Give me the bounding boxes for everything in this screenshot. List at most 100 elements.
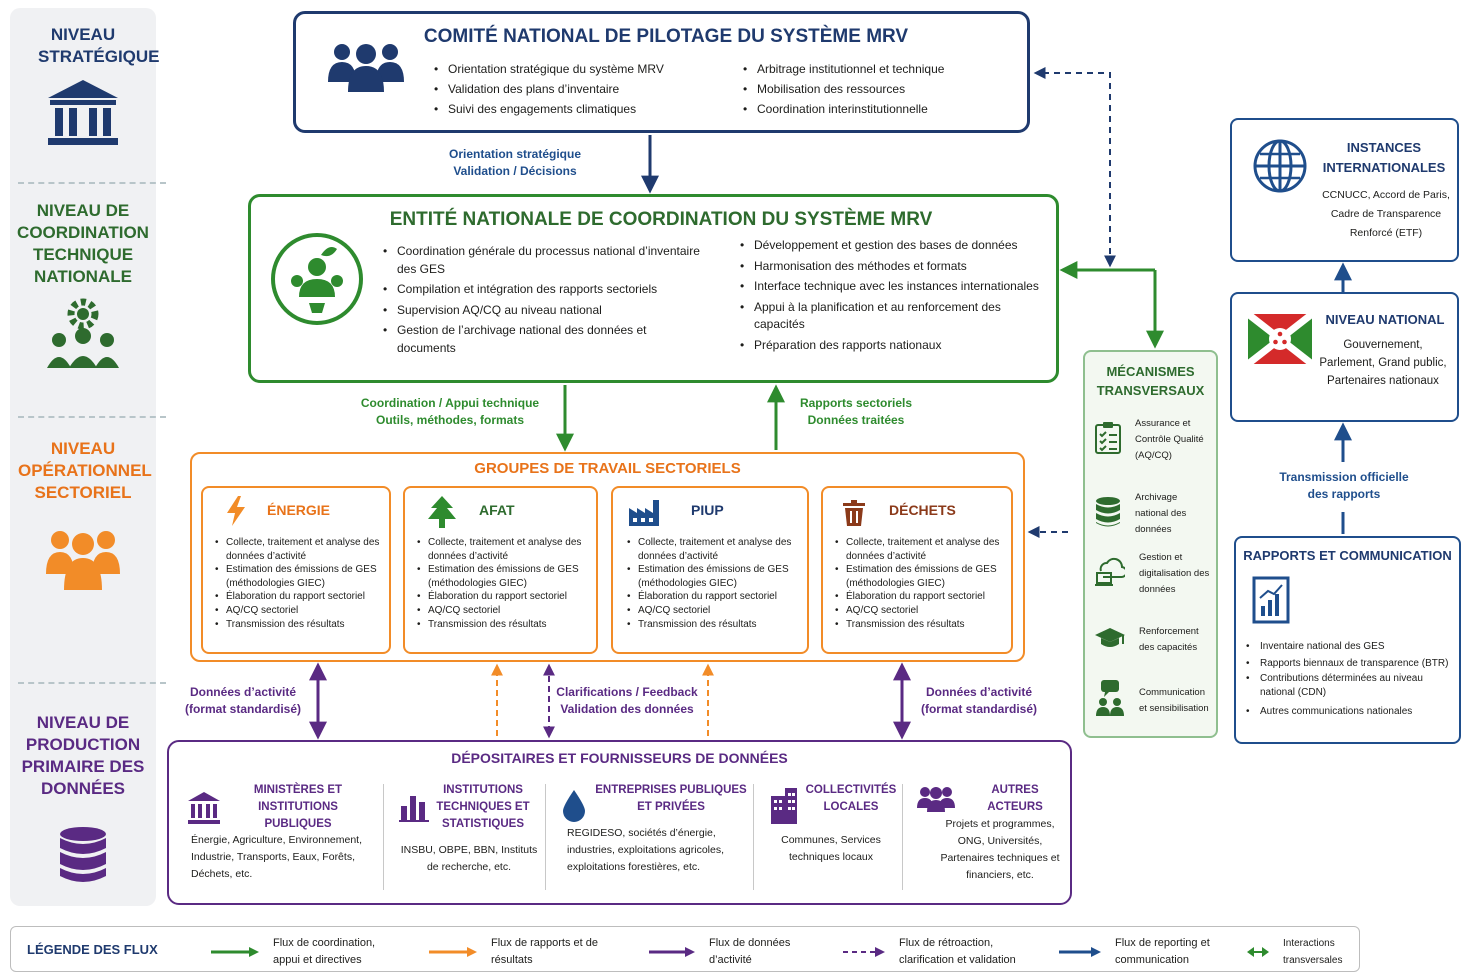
legend-arrow-icon [1059, 947, 1101, 957]
graduation-cap-icon [1095, 626, 1125, 655]
legend-label: Interactions transversales [1283, 938, 1343, 966]
flow-label-line: Outils, méthodes, formats [375, 413, 525, 427]
list-item: Collecte, traitement et analyse des donn… [835, 536, 1011, 563]
provider-name: INSTITUTIONS TECHNIQUES ET STATISTIQUES [436, 784, 530, 830]
list-item: Préparation des rapports nationaux [740, 337, 1040, 355]
sector-list: Collecte, traitement et analyse des donn… [215, 536, 389, 631]
provider-text: INSBU, OBPE, BBN, Instituts de recherche… [400, 844, 538, 873]
divider [902, 784, 903, 890]
list-item: Élaboration du rapport sectoriel [215, 590, 389, 604]
sector-card-energie: ÉNERGIE Collecte, traitement et analyse … [201, 486, 391, 654]
divider [753, 784, 754, 890]
list-item: Interface technique avec les instances i… [740, 278, 1040, 296]
sector-card-dechets: DÉCHETS Collecte, traitement et analyse … [821, 486, 1013, 654]
mecanismes-box: MÉCANISMES TRANSVERSAUX Assurance et Con… [1083, 350, 1218, 738]
list-item: Gestion de l’archivage national des donn… [383, 322, 703, 357]
bar-chart-icon [399, 792, 429, 827]
sector-name: ÉNERGIE [267, 502, 331, 518]
flow-coordination-label: Coordination / Appui technique Outils, m… [340, 395, 560, 429]
list-item: Développement et gestion des bases de do… [740, 237, 1040, 255]
mech-label: Gestion et digitalisation des données [1139, 552, 1210, 595]
list-item: Transmission des résultats [627, 618, 807, 632]
list-item: Compilation et intégration des rapports … [383, 281, 703, 299]
mech-item-archivage: Archivage national des données [1095, 490, 1211, 538]
list-item: Appui à la planification et au renforcem… [740, 299, 1040, 334]
level-strategique-label: NIVEAU STRATÉGIQUE [38, 25, 160, 66]
list-item: Mobilisation des ressources [743, 79, 944, 99]
mech-item-aqcq: Assurance et Contrôle Qualité (AQ/CQ) [1095, 416, 1211, 464]
rapports-box: RAPPORTS ET COMMUNICATION Inventaire nat… [1234, 536, 1461, 744]
legend-box: LÉGENDE DES FLUX Flux de coordination, a… [10, 926, 1360, 972]
legend-label: Flux de coordination, appui et directive… [273, 937, 376, 966]
depositaires-title: DÉPOSITAIRES ET FOURNISSEURS DE DONNÉES [451, 750, 788, 766]
level-production-label: NIVEAU DE PRODUCTION PRIMAIRE DES DONNÉE… [21, 713, 145, 798]
sector-list: Collecte, traitement et analyse des donn… [835, 536, 1011, 631]
international-text: CCNUCC, Accord de Paris, Cadre de Transp… [1322, 189, 1450, 239]
legend-arrow-icon [649, 947, 695, 957]
mecanismes-title: MÉCANISMES TRANSVERSAUX [1096, 364, 1205, 398]
level-divider [18, 682, 166, 684]
provider-autres: AUTRES ACTEURS Projets et programmes, ON… [909, 782, 1069, 932]
list-item: Coordination générale du processus natio… [383, 243, 703, 278]
provider-text: REGIDESO, sociétés d’énergie, industries… [567, 827, 724, 873]
tree-icon [427, 496, 457, 533]
report-chart-icon [1252, 576, 1292, 629]
coordination-person-icon [269, 231, 365, 332]
provider-ministeres: MINISTÈRES ET INSTITUTIONS PUBLIQUES Éne… [183, 782, 381, 932]
rapports-list: Inventaire national des GES Rapports bie… [1246, 638, 1460, 720]
list-item: AQ/CQ sectoriel [835, 604, 1011, 618]
list-item: Élaboration du rapport sectoriel [417, 590, 597, 604]
mech-item-communication: Communication et sensibilisation [1095, 680, 1211, 721]
flow-transmission-label: Transmission officielle des rapports [1264, 469, 1424, 503]
international-box: INSTANCES INTERNATIONALES CCNUCC, Accord… [1230, 118, 1459, 262]
flow-label-line: Transmission officielle [1279, 470, 1409, 484]
level-divider [18, 182, 166, 184]
lightning-icon [225, 496, 247, 531]
legend-item-rapports: Flux de rapports et de résultats [429, 935, 601, 969]
list-item: Validation des plans d’inventaire [434, 79, 664, 99]
database-icon [1095, 496, 1121, 533]
flow-label-line: Données traitées [807, 413, 905, 427]
legend-arrow-icon [429, 947, 477, 957]
flow-label-line: Rapports sectoriels [799, 396, 913, 410]
list-item: Suivi des engagements climatiques [434, 99, 664, 119]
list-item: Estimation des émissions de GES (méthodo… [215, 563, 389, 590]
team-icon [328, 42, 404, 97]
list-item: Transmission des résultats [835, 618, 1011, 632]
divider [545, 784, 546, 890]
flow-label-line: Orientation stratégique [448, 147, 582, 161]
provider-text: Énergie, Agriculture, Environnement, Ind… [191, 834, 363, 880]
list-item: Élaboration du rapport sectoriel [627, 590, 807, 604]
flow-rapports-label: Rapports sectoriels Données traitées [790, 395, 922, 429]
chat-people-icon [1095, 680, 1125, 721]
water-drop-icon [563, 790, 585, 827]
sector-name: DÉCHETS [889, 502, 956, 518]
mech-label: Communication et sensibilisation [1139, 686, 1209, 714]
list-item: Inventaire national des GES [1246, 638, 1460, 655]
list-item: Autres communications nationales [1246, 703, 1460, 720]
sector-card-piup: PIUP Collecte, traitement et analyse des… [611, 486, 809, 654]
flow-label-line: des rapports [1307, 487, 1381, 501]
list-item: Estimation des émissions de GES (méthodo… [417, 563, 597, 590]
national-title: NIVEAU NATIONAL [1325, 312, 1445, 327]
trash-icon [843, 500, 865, 531]
comite-title: COMITÉ NATIONAL DE PILOTAGE DU SYSTÈME M… [423, 26, 909, 47]
provider-text: Projets et programmes, ONG, Universités,… [940, 818, 1060, 881]
sector-name: AFAT [479, 502, 515, 518]
provider-institutions: INSTITUTIONS TECHNIQUES ET STATISTIQUES … [391, 782, 541, 932]
list-item: Estimation des émissions de GES (méthodo… [627, 563, 807, 590]
comite-right-list: Arbitrage institutionnel et technique Mo… [743, 59, 944, 119]
sector-card-afat: AFAT Collecte, traitement et analyse des… [403, 486, 598, 654]
mech-label: Renforcement des capacités [1139, 626, 1199, 653]
mech-label: Archivage national des données [1135, 492, 1187, 535]
people-icon [10, 528, 156, 592]
entite-left-list: Coordination générale du processus natio… [383, 243, 703, 358]
flow-clarif-label: Clarifications / Feedback Validation des… [552, 684, 702, 718]
levels-column [10, 8, 156, 906]
flow-label-line: Données d’activité [189, 685, 297, 699]
legend-label: Flux de rapports et de résultats [491, 937, 599, 966]
list-item: AQ/CQ sectoriel [215, 604, 389, 618]
level-coordination-label: NIVEAU DE COORDINATION TECHNIQUE NATIONA… [17, 201, 149, 286]
provider-text: Communes, Services techniques locaux [781, 834, 881, 863]
